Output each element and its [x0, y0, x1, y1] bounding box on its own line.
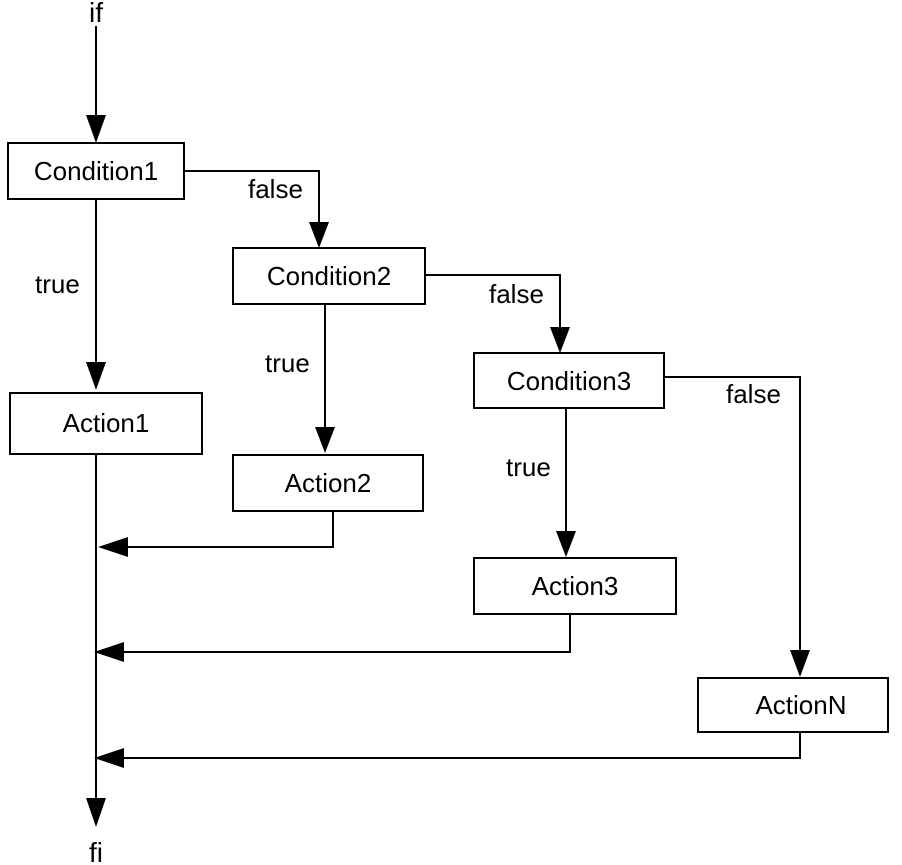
condition3-label: Condition3 [507, 366, 631, 396]
action2-label: Action2 [285, 468, 372, 498]
arrowhead-left-action2-merge [98, 537, 128, 557]
condition1-label: Condition1 [34, 156, 158, 186]
arrowhead-left-actionN-merge [94, 748, 124, 768]
action3-box [473, 557, 677, 615]
arrowhead-down-action2 [315, 427, 335, 453]
condition3-true-label: true [506, 452, 551, 482]
condition1-true-label: true [35, 269, 80, 299]
condition3-false-line [664, 376, 801, 650]
arrowhead-down-condition2 [309, 222, 329, 248]
condition2-false-line [425, 274, 561, 327]
action3-label: Action3 [532, 571, 619, 601]
condition2-label: Condition2 [267, 261, 391, 291]
arrowhead-down-condition1 [86, 115, 106, 143]
action3-merge-line [124, 614, 571, 653]
condition2-box [232, 247, 426, 305]
condition1-box [7, 142, 185, 200]
arrowhead-down-action1 [86, 362, 106, 390]
arrowhead-down-actionN [790, 650, 810, 677]
arrowhead-left-action3-merge [94, 642, 124, 662]
condition1-false-label: false [248, 174, 303, 204]
condition2-true-label: true [265, 348, 310, 378]
condition3-box [473, 352, 665, 409]
action1-label: Action1 [63, 408, 150, 438]
arrowhead-down-action3 [556, 531, 576, 557]
start-label: if [89, 0, 103, 28]
actionN-merge-line [124, 732, 801, 759]
action2-box [232, 454, 424, 512]
action2-merge-line [128, 511, 334, 548]
arrowhead-down-fi [86, 798, 106, 827]
arrowhead-down-condition3 [550, 327, 570, 353]
end-label: fi [89, 837, 103, 865]
actionN-box [697, 677, 889, 733]
condition1-false-line [184, 170, 320, 222]
condition2-false-label: false [489, 279, 544, 309]
condition3-false-label: false [726, 379, 781, 409]
action1-box [9, 392, 203, 455]
actionN-label: ActionN [755, 690, 846, 720]
